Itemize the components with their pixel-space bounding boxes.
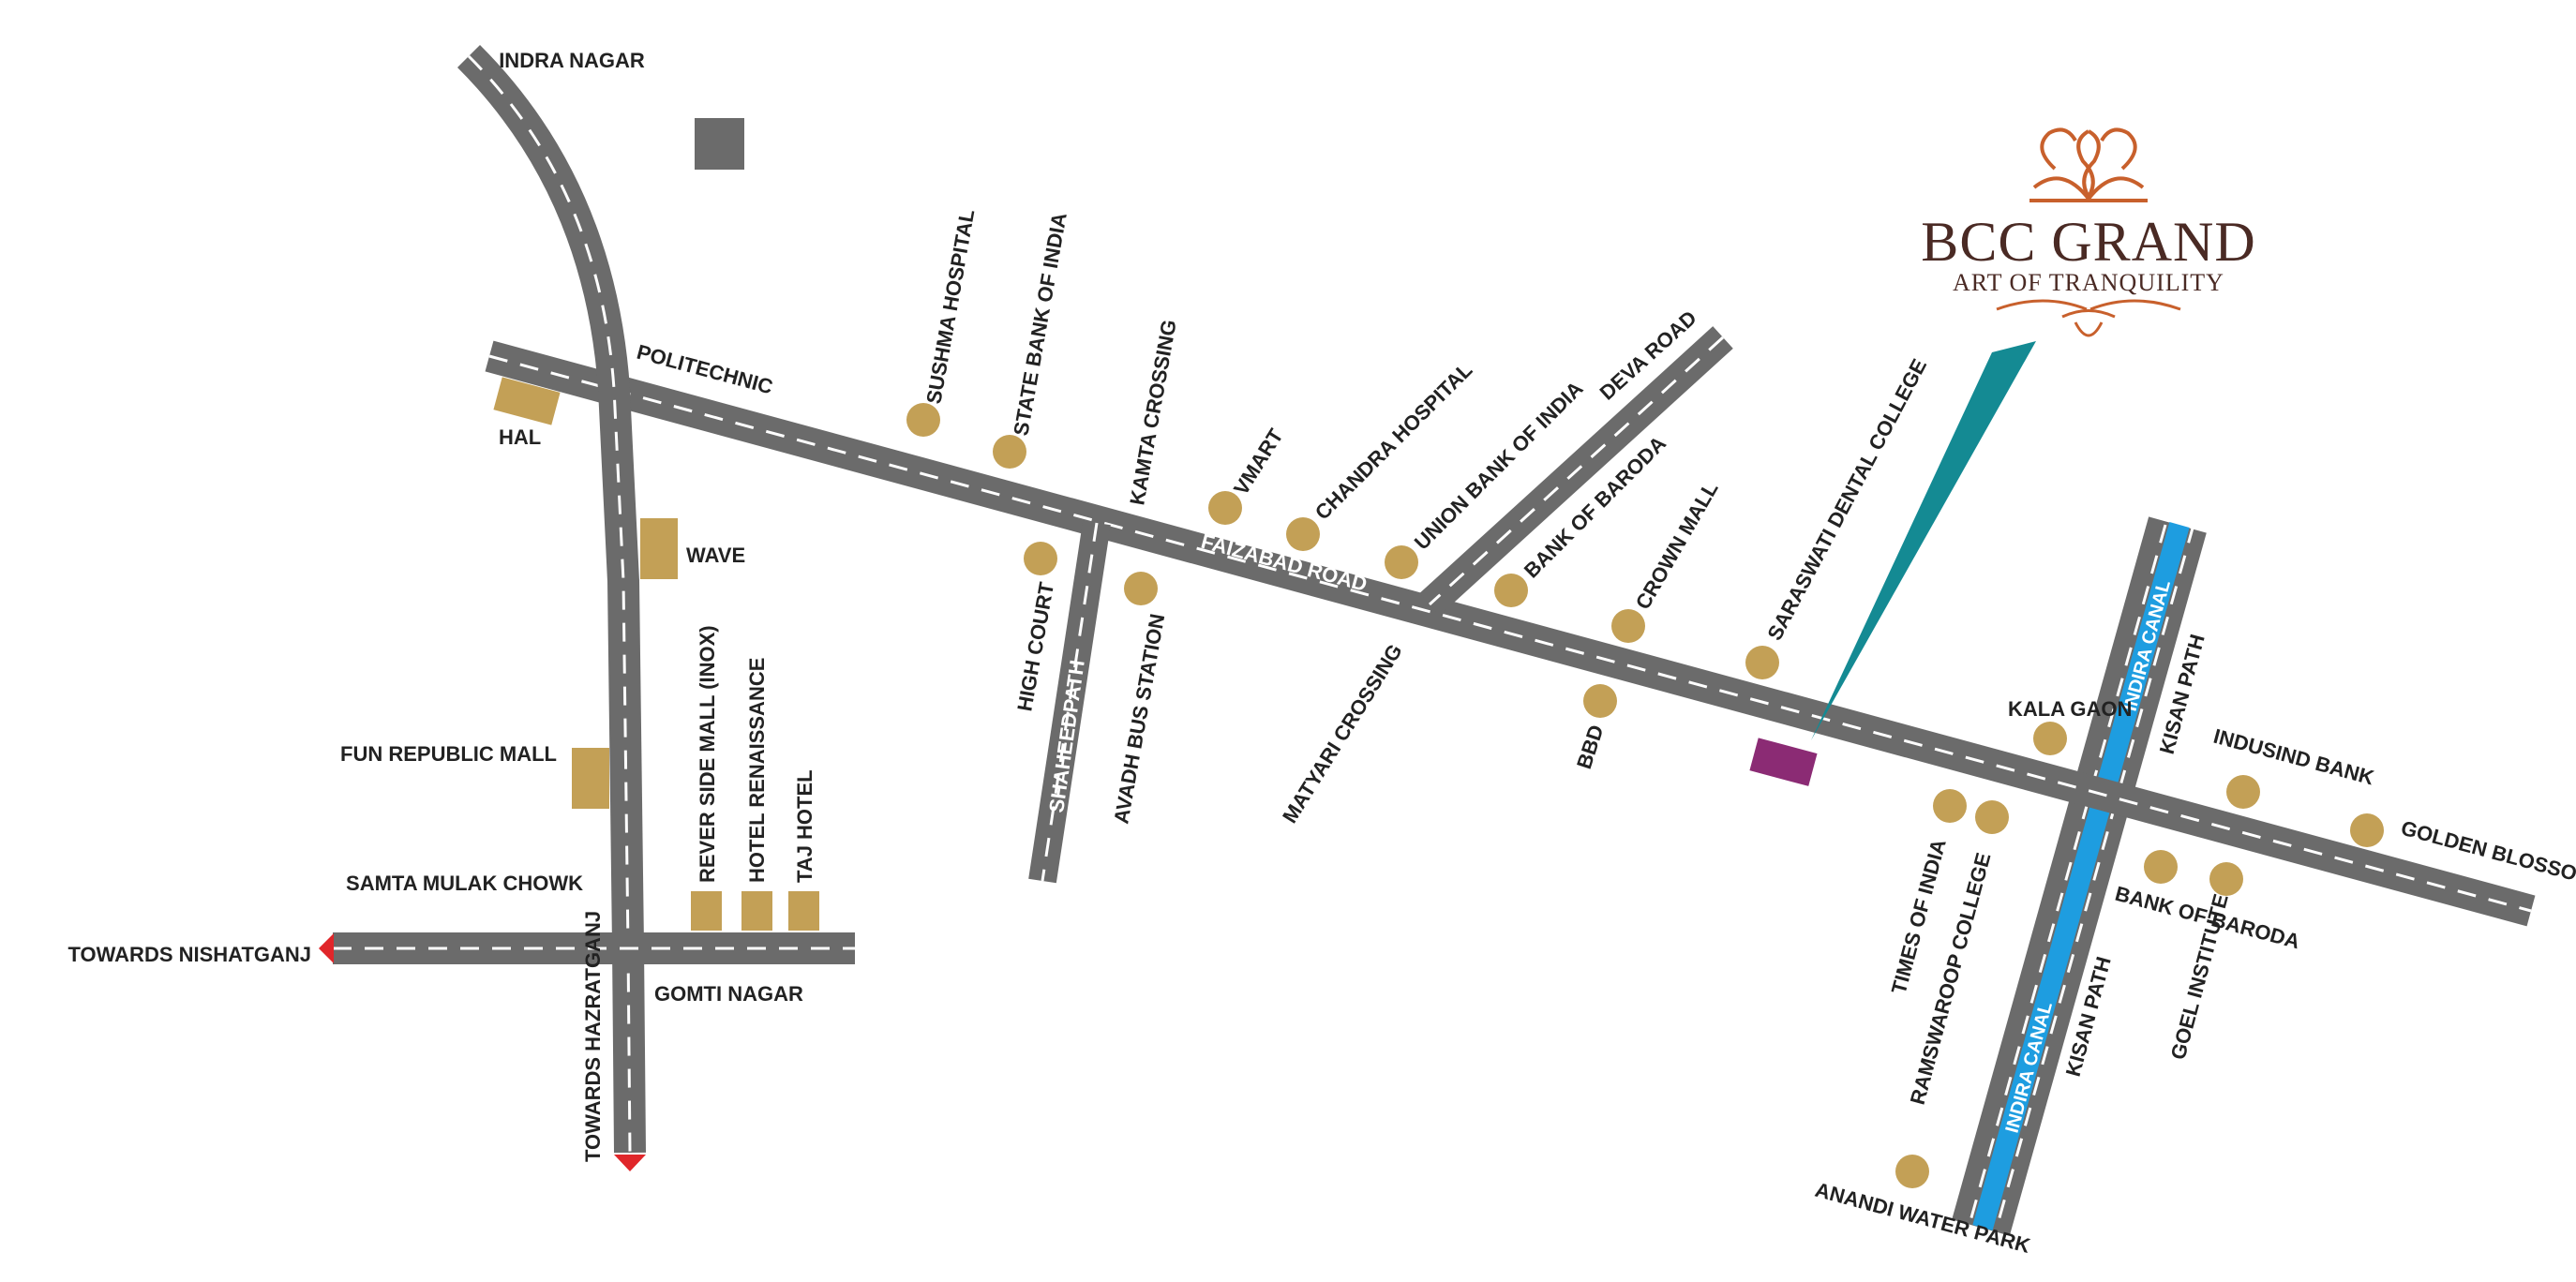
fun-republic-label: FUN REPUBLIC MALL [340, 742, 557, 766]
indusind-dot [2226, 775, 2260, 809]
baroda1-dot [1494, 574, 1528, 607]
site-marker [1749, 738, 1818, 786]
flourish-ornament-icon [1996, 299, 2181, 337]
golden-dot [2350, 813, 2384, 847]
shaheedpath-road [1028, 520, 1111, 884]
deva-road [1419, 326, 1733, 616]
bbd-label: BBD [1572, 722, 1609, 771]
anandi-dot [1895, 1155, 1929, 1188]
kalagaon-label: KALA GAON [2008, 697, 2132, 721]
gomti-nagar-label: GOMTI NAGAR [654, 982, 803, 1006]
chandra-dot [1286, 517, 1320, 551]
saraswati-dot [1745, 646, 1779, 679]
renaissance-label: HOTEL RENAISSANCE [745, 658, 769, 883]
crown-ornament-icon [2029, 127, 2148, 202]
wave-label: WAVE [686, 544, 745, 567]
vmart-label: VMART [1229, 425, 1288, 499]
nishatganj-arrow-icon [319, 933, 334, 963]
bbd-dot [1583, 684, 1617, 718]
taj-building [788, 891, 819, 931]
indra-nagar-road [457, 44, 646, 1154]
highcourt-dot [1024, 542, 1057, 575]
baroda2-dot [2144, 850, 2178, 884]
ramswaroop-dot [1975, 800, 2009, 834]
hal-building [493, 377, 561, 425]
faizabad-road [485, 340, 2536, 927]
sbi-dot [993, 435, 1026, 469]
sbi-label: STATE BANK OF INDIA [1009, 211, 1071, 438]
indira-canal [1972, 522, 2190, 1230]
vmart-dot [1208, 491, 1242, 525]
landmark-dots [906, 403, 2384, 1188]
kalagaon-dot [2033, 722, 2067, 755]
indra-nagar-label: INDRA NAGAR [499, 49, 645, 72]
brand-name: BCC GRAND [1921, 211, 2255, 273]
nishatganj-label: TOWARDS NISHATGANJ [67, 943, 311, 966]
samta-label: SAMTA MULAK CHOWK [346, 872, 583, 895]
saraswati-label: SARASWATI DENTAL COLLEGE [1762, 355, 1931, 645]
brand-tagline: ART OF TRANQUILITY [1953, 269, 2224, 296]
avadh-dot [1124, 572, 1158, 605]
avadh-label: AVADH BUS STATION [1109, 612, 1169, 826]
kamta-crossing-label: KAMTA CROSSING [1125, 318, 1180, 507]
highcourt-label: HIGH COURT [1012, 580, 1058, 713]
site-pointer [1811, 341, 2036, 740]
times-dot [1933, 789, 1967, 823]
matyari-crossing-label: MATYARI CROSSING [1278, 640, 1407, 827]
hazratganj-label: TOWARDS HAZRATGANJ [581, 911, 605, 1162]
top-building [695, 118, 744, 170]
crown-dot [1611, 609, 1645, 643]
sushma-label: SUSHMA HOSPITAL [921, 207, 979, 405]
brand-logo: BCC GRAND ART OF TRANQUILITY [1921, 127, 2255, 337]
reverside-building [691, 891, 722, 931]
reverside-label: REVER SIDE MALL (INOX) [696, 625, 719, 883]
taj-label: TAJ HOTEL [793, 769, 816, 883]
renaissance-building [741, 891, 772, 931]
hal-label: HAL [499, 425, 541, 449]
crown-label: CROWN MALL [1631, 478, 1723, 614]
union-dot [1385, 545, 1418, 579]
fun-republic-building [572, 748, 609, 809]
goel-dot [2209, 862, 2243, 896]
sushma-dot [906, 403, 940, 437]
wave-building [640, 518, 678, 579]
hazratganj-arrow-icon [614, 1155, 646, 1171]
